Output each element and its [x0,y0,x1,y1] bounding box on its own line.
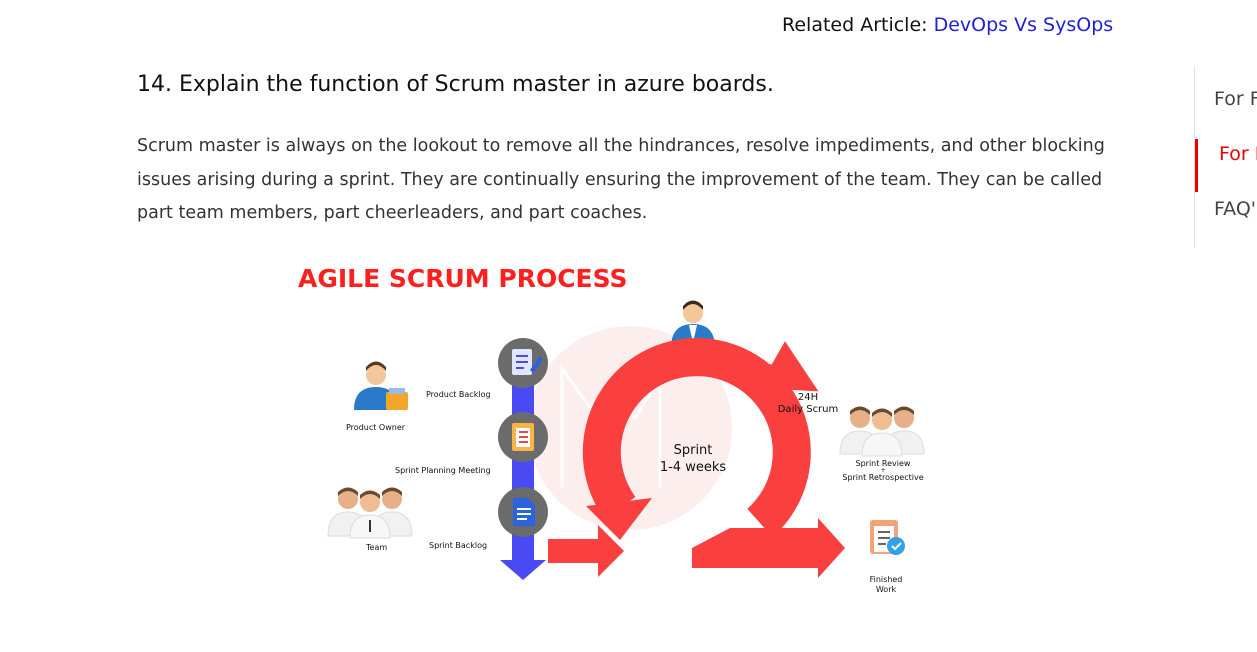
product-owner-label: Product Owner [346,423,406,432]
sprint-planning-label: Sprint Planning Meeting [395,466,491,475]
table-of-contents: For F For I FAQ' [1194,66,1257,248]
toc-item-faqs[interactable]: FAQ' [1214,198,1257,220]
toc-item-intermediate[interactable]: For I [1219,143,1257,165]
sprint-review-team-icon [839,406,925,457]
sprint-loop-arrow [582,338,811,538]
toc-active-indicator [1195,139,1198,192]
finished-work-icon [870,520,905,555]
answer-line: part team members, part cheerleaders, an… [137,203,648,223]
sprint-retrospective-label: Sprint Retrospective [842,473,923,482]
toc-item-freshers[interactable]: For F [1214,88,1257,110]
sprint-to-finished-arrow [692,518,845,578]
daily-scrum-hours-label: 24H [798,392,818,403]
sprint-review-label: Sprint Review [856,459,911,468]
answer-line: Scrum master is always on the lookout to… [137,136,1105,156]
product-backlog-icon [498,338,548,388]
team-icon [327,487,413,539]
finished-work-label: Finished [870,575,903,584]
sprint-backlog-icon [498,487,548,537]
daily-scrum-arrow [736,341,819,392]
team-label: Team [365,543,387,552]
sprint-planning-icon [498,412,548,462]
sprint-backlog-to-sprint-arrow [548,525,624,577]
sprint-duration-label: 1-4 weeks [660,460,727,475]
agile-scrum-diagram: AGILE SCRUM PROCESS [290,258,940,608]
related-article-link[interactable]: DevOps Vs SysOps [933,14,1114,36]
finished-work-label-2: Work [876,585,897,594]
backlog-flow-head [500,560,546,580]
sprint-label: Sprint [674,443,713,458]
sprint-backlog-label: Sprint Backlog [429,541,487,550]
answer-line: issues arising during a sprint. They are… [137,169,1103,190]
product-owner-icon [354,361,408,410]
product-backlog-label: Product Backlog [426,390,491,399]
daily-scrum-label: Daily Scrum [778,404,839,415]
sprint-loop-head [586,498,652,540]
question-title: 14. Explain the function of Scrum master… [137,72,774,97]
related-article-label: Related Article: [782,14,934,36]
answer-paragraph: Scrum master is always on the lookout to… [137,130,1112,231]
diagram-title: AGILE SCRUM PROCESS [298,264,628,293]
related-article: Related Article: DevOps Vs SysOps [782,14,1113,36]
sprint-review-plus: + [880,467,885,474]
